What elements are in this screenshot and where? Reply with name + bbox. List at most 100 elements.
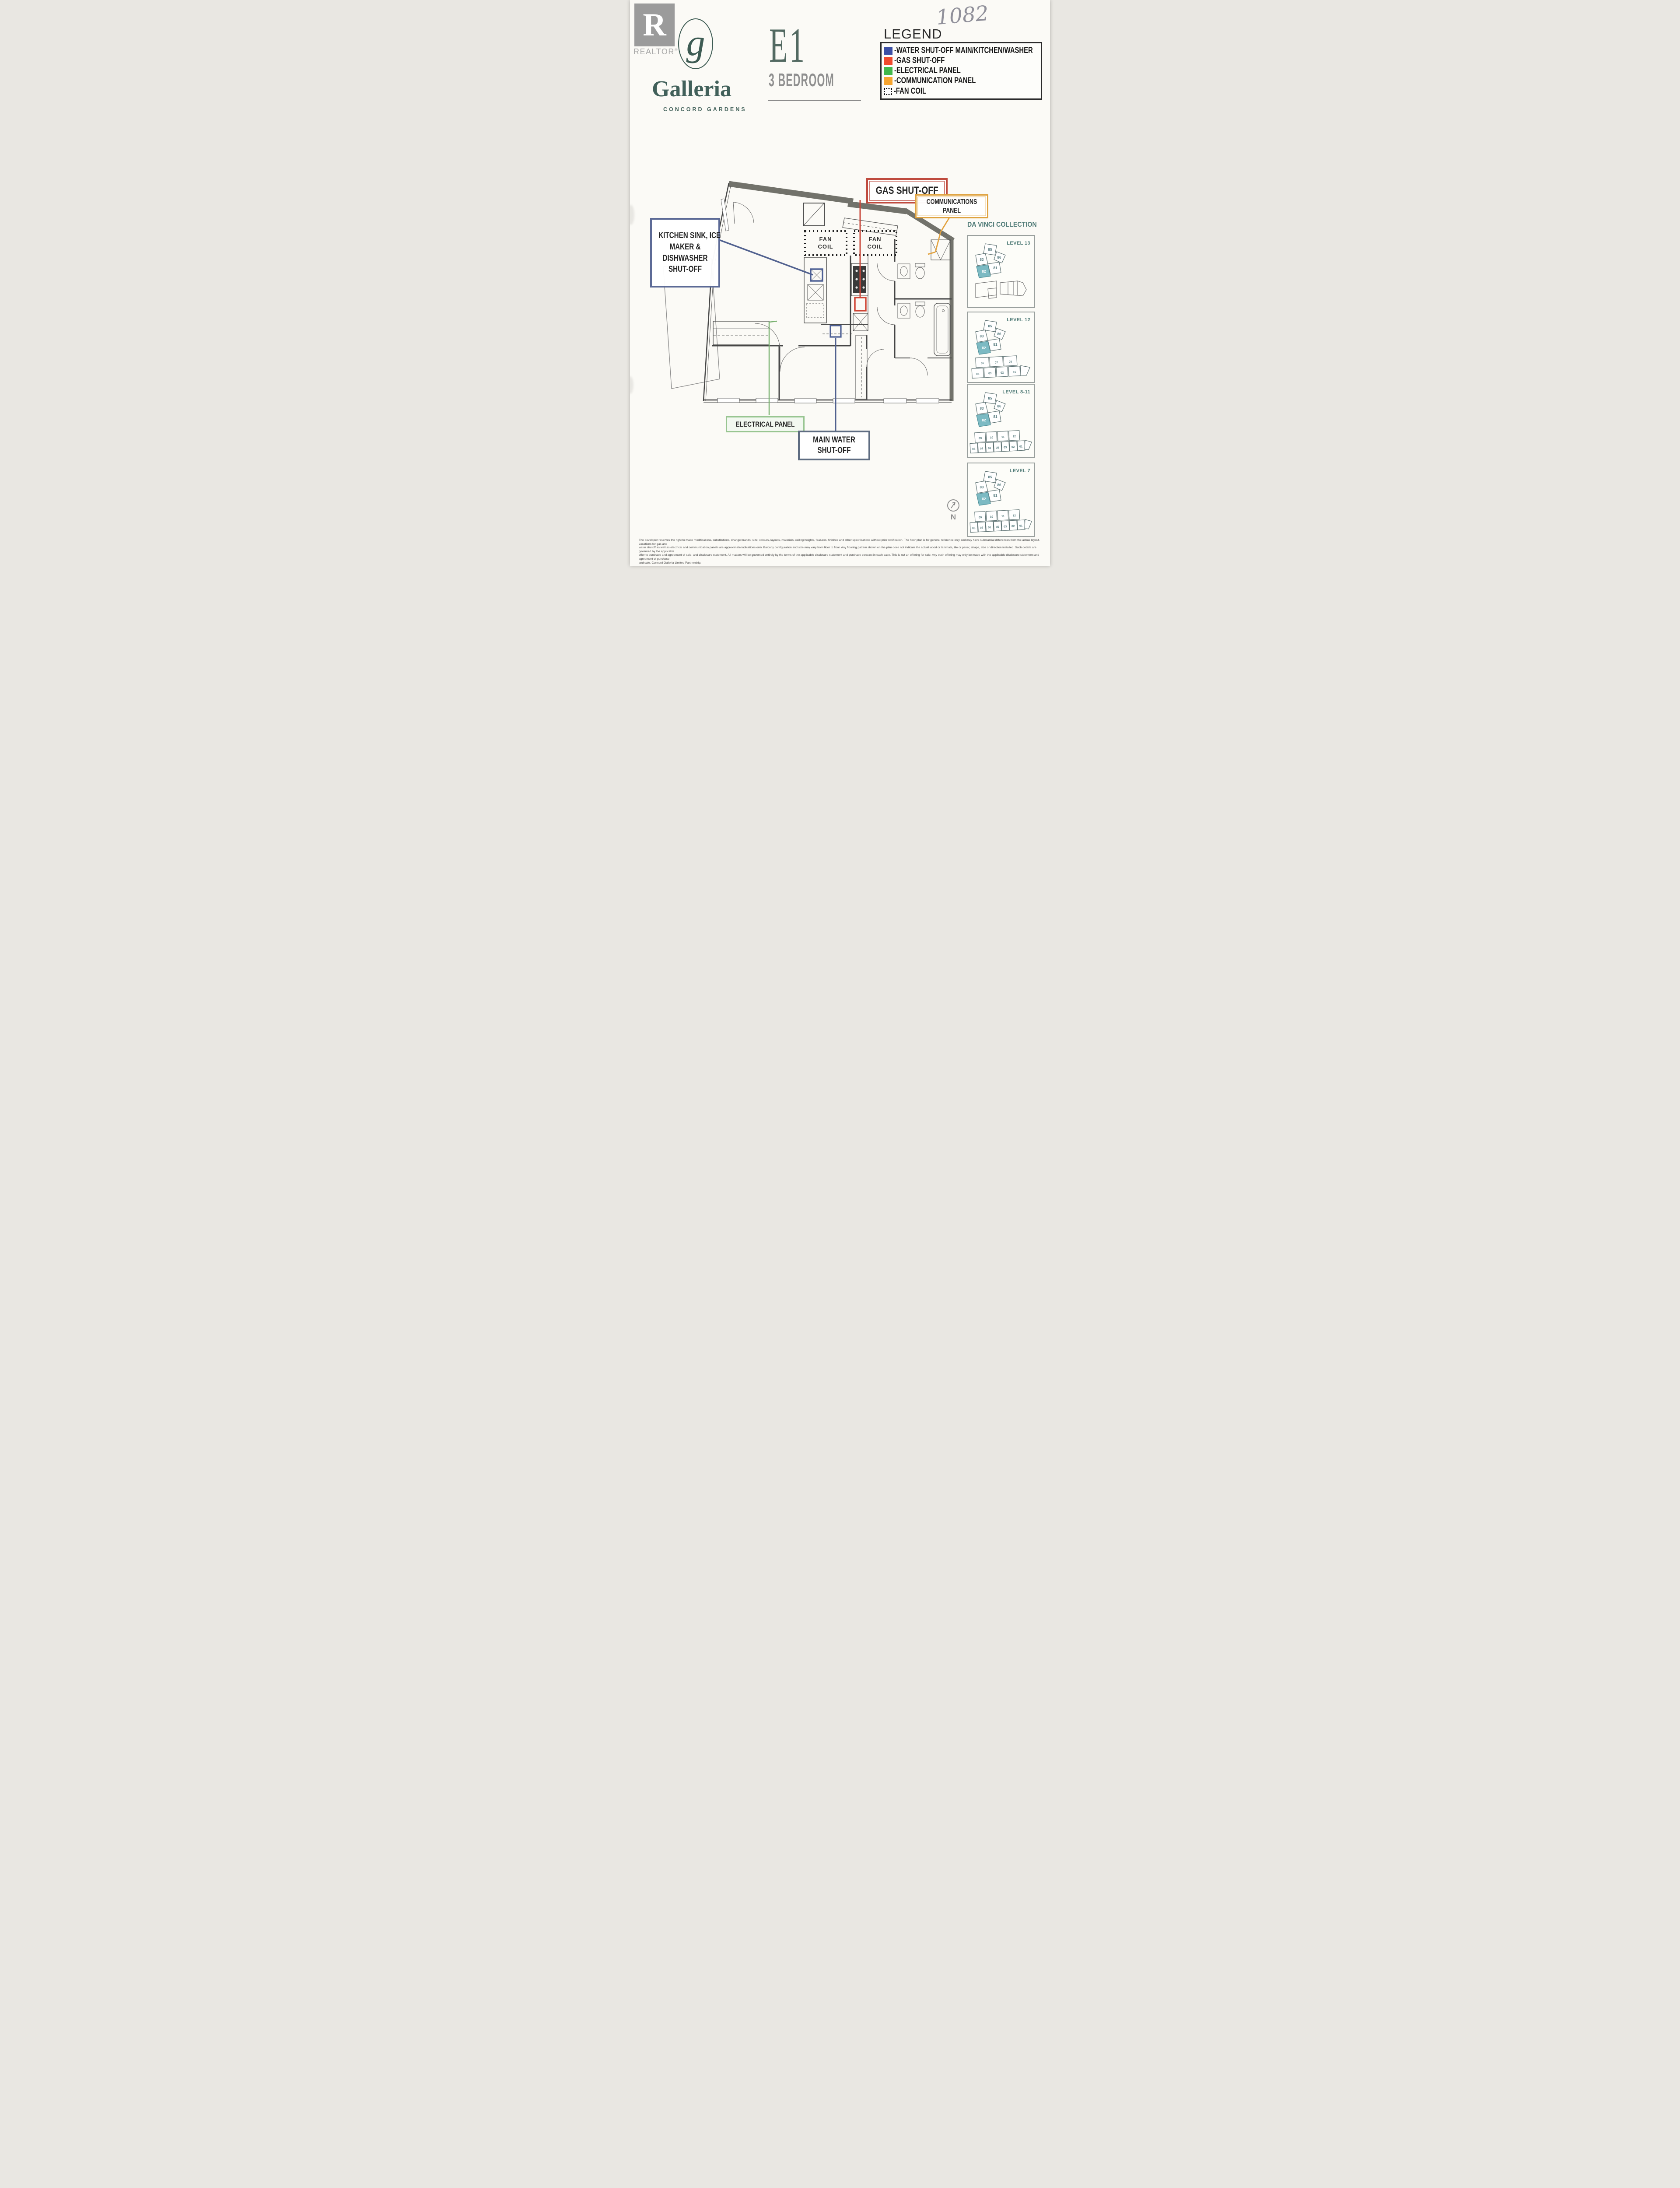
svg-text:85: 85 bbox=[988, 475, 992, 479]
floorplan-drawing: FAN COIL FAN COIL bbox=[663, 181, 955, 431]
svg-text:11: 11 bbox=[1001, 435, 1005, 438]
door-arc bbox=[754, 323, 780, 346]
handwritten-unit-number: 1082 bbox=[935, 1, 990, 30]
svg-text:85: 85 bbox=[988, 324, 992, 328]
plan-type: 3 BEDROOM bbox=[769, 70, 834, 90]
kitchen-shutoff-leader bbox=[716, 238, 813, 276]
fan-coil-label: FAN bbox=[869, 236, 882, 242]
main-water-shutoff-callout: MAIN WATER SHUT-OFF bbox=[798, 431, 870, 460]
legend-item-communication: -COMMUNICATION PANEL bbox=[884, 76, 999, 85]
north-label: N bbox=[950, 513, 956, 521]
svg-text:86: 86 bbox=[998, 332, 1001, 336]
door-arc bbox=[780, 347, 805, 372]
electrical-panel-callout: ELECTRICAL PANEL bbox=[726, 416, 805, 432]
svg-text:01: 01 bbox=[1019, 524, 1023, 527]
windows bbox=[717, 198, 939, 403]
door-arc bbox=[910, 358, 928, 376]
svg-text:09: 09 bbox=[979, 516, 982, 519]
bathroom-bottom bbox=[897, 302, 951, 356]
kitchen-shutoff-marker bbox=[810, 268, 823, 282]
bathroom-top bbox=[897, 239, 951, 279]
legend-item-electrical: -ELECTRICAL PANEL bbox=[884, 66, 980, 75]
level-panel-12: LEVEL 12 85 86 83 81 82 06 07 08 05 03 0… bbox=[967, 312, 1035, 383]
svg-text:83: 83 bbox=[980, 407, 984, 410]
fan-coil-zone-1: FAN COIL bbox=[804, 230, 847, 256]
kitchen-island bbox=[804, 257, 827, 323]
realtor-logo: R bbox=[634, 4, 675, 46]
door-arc bbox=[877, 263, 895, 281]
svg-text:81: 81 bbox=[994, 415, 998, 419]
fan-coil-label: FAN bbox=[819, 236, 832, 242]
fancoil-swatch bbox=[884, 88, 892, 95]
svg-text:81: 81 bbox=[994, 494, 998, 498]
svg-text:08: 08 bbox=[972, 527, 976, 530]
svg-text:82: 82 bbox=[982, 497, 986, 501]
electrical-swatch bbox=[884, 67, 892, 75]
svg-text:10: 10 bbox=[990, 436, 994, 439]
svg-text:COIL: COIL bbox=[867, 243, 882, 250]
svg-text:01: 01 bbox=[1013, 371, 1016, 374]
svg-text:07: 07 bbox=[980, 526, 984, 529]
shaft bbox=[803, 203, 825, 226]
water-swatch bbox=[884, 46, 892, 55]
project-name: Galleria bbox=[652, 77, 732, 102]
svg-text:11: 11 bbox=[1001, 515, 1005, 518]
entry-door-arc bbox=[733, 202, 754, 224]
electrical-leader bbox=[768, 320, 777, 415]
exterior-wall-diagonal bbox=[903, 208, 955, 242]
level-panel-13: LEVEL 13 85 86 83 81 82 bbox=[967, 235, 1035, 308]
podium-units-map: 06 07 08 05 03 02 01 bbox=[971, 355, 1030, 379]
level-panel-7: LEVEL 7 85 86 83 81 82 09 10 11 12 08 07… bbox=[967, 463, 1035, 537]
podium-units-map: 09 10 11 12 08 07 06 05 03 02 01 bbox=[970, 509, 1032, 533]
door-arc bbox=[866, 349, 885, 367]
svg-text:86: 86 bbox=[998, 404, 1001, 408]
unit-cluster-map: 85 86 83 81 82 bbox=[975, 320, 1006, 355]
shaft-2 bbox=[853, 313, 868, 331]
main-water-marker bbox=[830, 325, 842, 338]
communication-swatch bbox=[884, 77, 892, 85]
hall-closet bbox=[855, 335, 868, 400]
legend-item-fancoil: -FAN COIL bbox=[884, 87, 935, 96]
level-label: LEVEL 13 bbox=[1007, 241, 1030, 246]
svg-text:06: 06 bbox=[988, 447, 991, 450]
exterior-wall-top2 bbox=[847, 201, 907, 214]
svg-text:COIL: COIL bbox=[818, 243, 833, 250]
level-label: LEVEL 12 bbox=[1007, 317, 1030, 323]
svg-text:01: 01 bbox=[1019, 445, 1023, 448]
realtor-logo-letter: R bbox=[643, 7, 666, 43]
floorplan-page: R REALTOR® g Galleria CONCORD GARDENS E1… bbox=[630, 0, 1050, 566]
svg-text:08: 08 bbox=[972, 448, 976, 451]
level-label: LEVEL 8-11 bbox=[1002, 389, 1030, 395]
kitchen-shutoff-callout: KITCHEN SINK, ICE MAKER & DISHWASHER SHU… bbox=[650, 218, 721, 288]
svg-text:08: 08 bbox=[1009, 361, 1012, 364]
svg-text:12: 12 bbox=[1013, 514, 1016, 517]
scan-artifact bbox=[630, 205, 634, 225]
plan-code: E1 bbox=[769, 18, 806, 73]
unit-cluster-map: 85 86 83 81 82 bbox=[975, 471, 1006, 506]
top-cabinet bbox=[842, 217, 898, 236]
svg-text:02: 02 bbox=[1012, 445, 1015, 449]
galleria-monogram-icon: g bbox=[678, 18, 713, 69]
fan-coil-zone-2: FAN COIL bbox=[853, 230, 897, 256]
header-divider bbox=[768, 100, 861, 101]
svg-text:86: 86 bbox=[998, 483, 1001, 487]
podium-units-map: 09 10 11 12 08 07 06 05 03 02 01 bbox=[970, 430, 1032, 454]
svg-text:03: 03 bbox=[1004, 446, 1007, 449]
level-label: LEVEL 7 bbox=[1009, 468, 1030, 473]
svg-text:03: 03 bbox=[988, 372, 992, 375]
svg-text:09: 09 bbox=[979, 437, 982, 440]
svg-text:81: 81 bbox=[994, 343, 998, 347]
svg-text:83: 83 bbox=[980, 485, 984, 489]
svg-text:83: 83 bbox=[980, 258, 984, 262]
svg-text:07: 07 bbox=[995, 361, 998, 364]
svg-text:06: 06 bbox=[981, 362, 984, 365]
svg-text:12: 12 bbox=[1013, 435, 1016, 438]
svg-text:07: 07 bbox=[980, 447, 984, 450]
level-panel-8-11: LEVEL 8-11 85 86 83 81 82 09 10 11 12 08… bbox=[967, 384, 1035, 458]
gas-swatch bbox=[884, 56, 892, 65]
gas-shutoff-marker bbox=[854, 297, 867, 312]
bathtub bbox=[934, 303, 951, 356]
communications-leader bbox=[934, 216, 951, 252]
svg-text:85: 85 bbox=[988, 396, 992, 400]
collection-title: DA VINCI COLLECTION bbox=[967, 221, 1037, 228]
